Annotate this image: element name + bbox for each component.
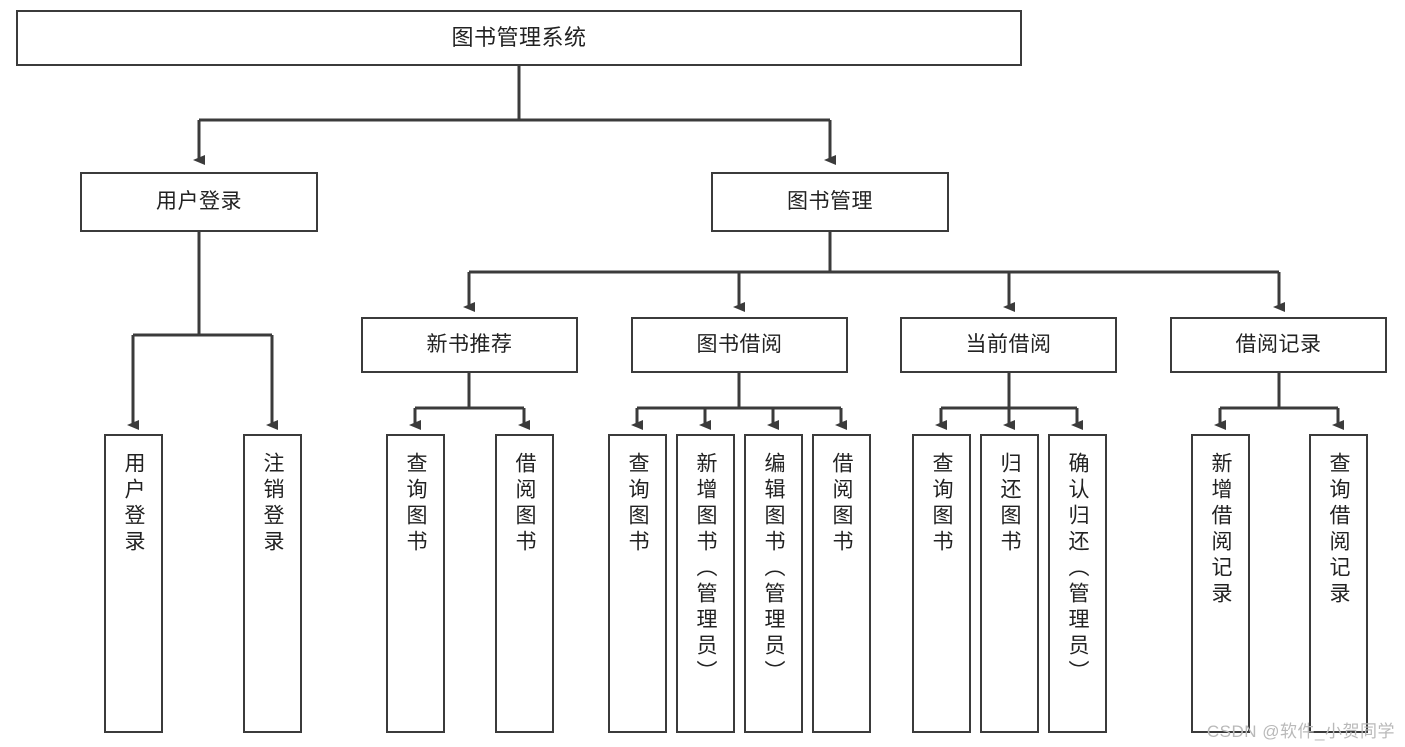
node-label: 查询图书 [930,452,953,556]
leaf-user-login-logout[interactable]: 注销登录 [243,434,302,733]
node-label: 用户登录 [122,452,145,556]
leaf-current-confirm-return[interactable]: 确认归还（管理员） [1048,434,1107,733]
leaf-current-return-book[interactable]: 归还图书 [980,434,1039,733]
leaf-borrow-borrow-book[interactable]: 借阅图书 [812,434,871,733]
node-label: 新书推荐 [426,332,513,356]
node-label: 用户登录 [156,189,242,213]
node-borrow-record[interactable]: 借阅记录 [1170,317,1387,373]
node-book-borrow[interactable]: 图书借阅 [631,317,848,373]
leaf-record-add[interactable]: 新增借阅记录 [1191,434,1250,733]
node-book-management[interactable]: 图书管理 [711,172,949,232]
node-label: 编辑图书（管理员） [762,452,785,686]
leaf-borrow-edit-book[interactable]: 编辑图书（管理员） [744,434,803,733]
node-label: 新增借阅记录 [1209,452,1232,608]
leaf-new-book-query[interactable]: 查询图书 [386,434,445,733]
node-label: 查询图书 [404,452,427,556]
node-label: 借阅记录 [1235,332,1322,356]
node-user-login[interactable]: 用户登录 [80,172,318,232]
node-label: 借阅图书 [830,452,853,556]
leaf-user-login-login[interactable]: 用户登录 [104,434,163,733]
node-label: 新增图书（管理员） [694,452,717,686]
node-current-borrow[interactable]: 当前借阅 [900,317,1117,373]
leaf-current-query-book[interactable]: 查询图书 [912,434,971,733]
node-label: 图书借阅 [696,332,783,356]
node-label: 图书管理系统 [451,25,587,51]
node-label: 确认归还（管理员） [1066,452,1089,686]
node-label: 查询借阅记录 [1327,452,1350,608]
node-label: 图书管理 [787,189,873,213]
leaf-borrow-query-book[interactable]: 查询图书 [608,434,667,733]
node-label: 借阅图书 [513,452,536,556]
node-new-book-recommend[interactable]: 新书推荐 [361,317,578,373]
node-root-system[interactable]: 图书管理系统 [16,10,1022,66]
csdn-watermark: CSDN @软件_小贺同学 [1206,722,1395,741]
node-label: 当前借阅 [965,332,1052,356]
node-label: 归还图书 [998,452,1021,556]
leaf-record-query[interactable]: 查询借阅记录 [1309,434,1368,733]
leaf-borrow-add-book[interactable]: 新增图书（管理员） [676,434,735,733]
node-label: 注销登录 [261,452,284,556]
leaf-new-book-borrow[interactable]: 借阅图书 [495,434,554,733]
node-label: 查询图书 [626,452,649,556]
